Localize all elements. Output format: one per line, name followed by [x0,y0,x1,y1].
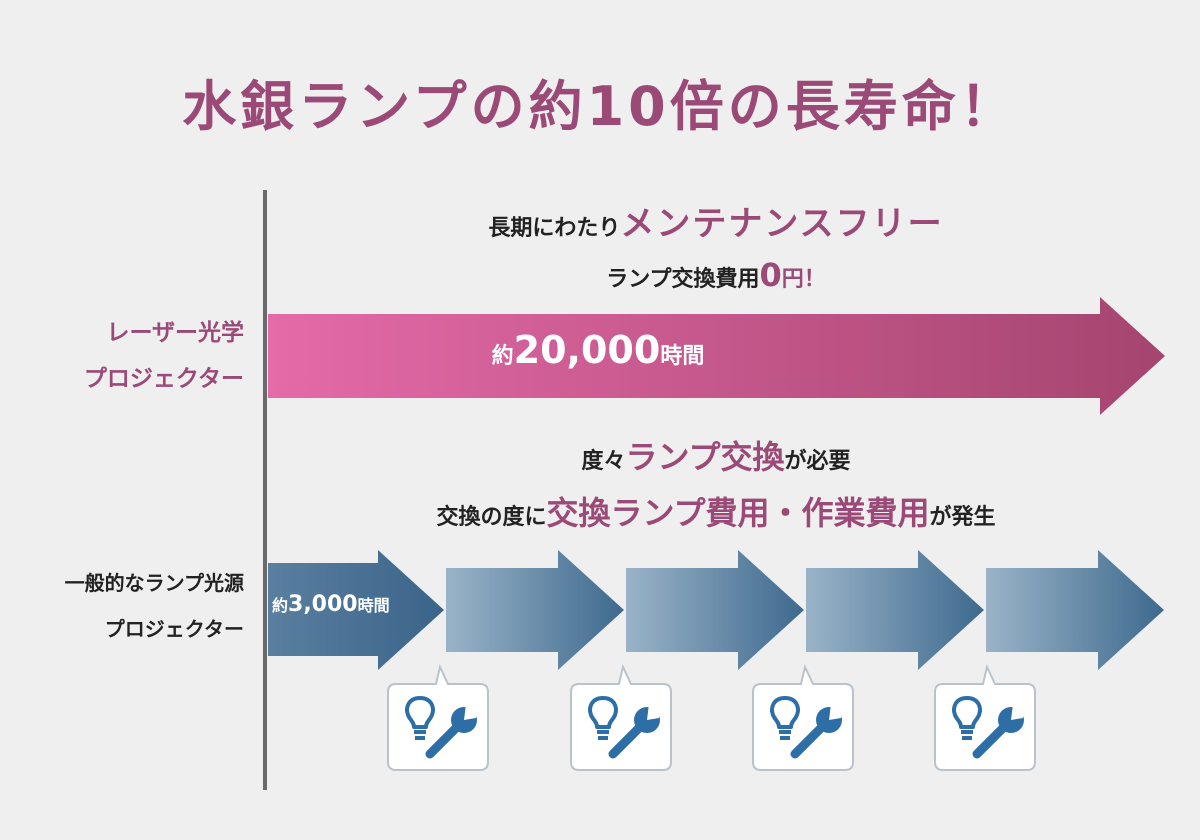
maintenance-bubble-4 [934,664,1036,771]
lamp-arrow-4 [806,550,984,670]
lamp-caption1-plain1: 度々 [581,449,626,474]
laser-projector-label: レーザー光学 プロジェクター [20,310,244,402]
lamp-arrow-5 [986,550,1164,670]
lamp-caption2-plain2: が発生 [929,505,996,530]
page-title: 水銀ランプの約10倍の長寿命！ [182,75,1018,138]
timeline-axis [263,190,267,790]
laser-arrow-value: 20,000 [513,328,661,372]
laser-caption1-plain: 長期にわたり [488,216,621,241]
laser-arrow-prefix: 約 [491,344,514,369]
laser-lifetime-arrow [268,297,1165,415]
lamp-caption-cost: 交換の度に交換ランプ費用・作業費用が発生 [268,488,1164,534]
lamp-caption1-plain2: が必要 [784,449,851,474]
wrench-icon [790,702,845,759]
lamp-arrow-prefix: 約 [272,596,289,615]
laser-lifetime-text: 約20,000時間 [268,328,928,372]
lamp-arrow-2 [446,550,624,670]
laser-label-line1: レーザー光学 [106,320,244,346]
laser-label-line2: プロジェクター [83,366,244,392]
lamp-caption1-highlight: ランプ交換 [625,438,785,476]
maintenance-bubble-1 [387,664,489,771]
laser-caption2-plain: ランプ交換費用 [606,267,760,292]
lightbulb-icon [952,696,982,740]
laser-caption2-number: 0 [759,256,782,294]
lamp-arrow-value: 3,000 [288,592,358,617]
lamp-projector-label: 一般的なランプ光源 プロジェクター [10,560,244,652]
laser-caption-cost: ランプ交換費用0円！ [268,256,1164,294]
lamp-arrow-3 [626,550,804,670]
laser-caption-maintenance: 長期にわたりメンテナンスフリー [268,196,1164,245]
lamp-label-line1: 一般的なランプ光源 [64,571,244,595]
maintenance-bubble-2 [570,664,672,771]
lamp-arrow-1 [268,550,444,670]
lamp-caption2-plain1: 交換の度に [436,505,547,530]
lightbulb-icon [405,696,435,740]
lamp-caption-replacement: 度々ランプ交換が必要 [268,432,1164,478]
lamp-lifetime-text: 約3,000時間 [272,592,452,617]
lightbulb-icon [770,696,800,740]
laser-arrow-unit: 時間 [660,344,705,369]
maintenance-bubble-3 [752,664,854,771]
lightbulb-icon [588,696,618,740]
wrench-icon [425,702,480,759]
lamp-arrow-unit: 時間 [357,596,390,615]
lamp-label-line2: プロジェクター [104,617,244,641]
laser-caption1-highlight: メンテナンスフリー [620,204,944,244]
wrench-icon [608,702,663,759]
lamp-caption2-highlight: 交換ランプ費用・作業費用 [546,494,930,532]
laser-caption2-tail: 円！ [781,267,826,292]
wrench-icon [972,702,1027,759]
